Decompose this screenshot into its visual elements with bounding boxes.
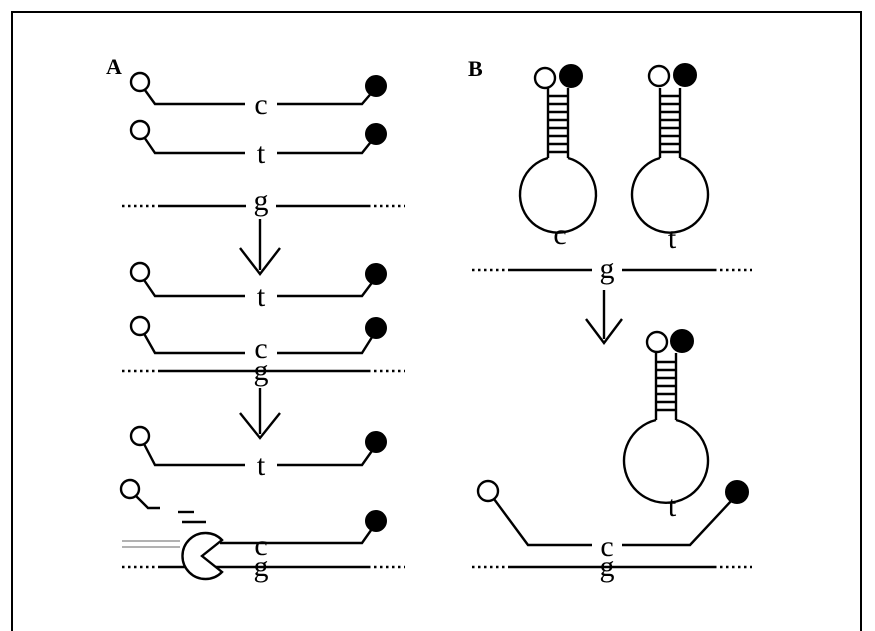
label-t: t [257,137,266,170]
probe-c-hybrid: c [129,315,387,365]
label-t: t [668,490,677,523]
fluorophore-open-circle [533,66,557,90]
probe-t: t [129,119,387,170]
fluorophore-open-circle [119,478,141,500]
label-c: c [553,218,566,251]
fluorophore-open-circle [129,71,151,93]
label-t: t [257,280,266,313]
label-c: c [600,530,613,563]
label-t: t [257,449,266,482]
fluorophore-open-circle [647,64,671,88]
quencher-solid-circle [365,510,387,532]
target-g-step3: g [122,550,405,583]
probe-t-step2: t [129,261,387,313]
fluorophore-open-circle [129,425,151,447]
panel-a-label: A [106,54,122,79]
label-g: g [600,550,615,583]
fluorophore-open-circle [476,479,500,503]
panel-b-label: B [468,56,483,81]
quencher-solid-circle [673,63,697,87]
label-g: g [254,354,269,387]
probe-c-cleaved: c [122,510,387,562]
quencher-solid-circle [365,123,387,145]
label-c: c [254,529,267,562]
target-g-b2: g [472,550,752,583]
quencher-solid-circle [725,480,749,504]
hairpin-probe-c: c [518,64,598,251]
hairpin-probe-t: t [630,63,710,255]
quencher-solid-circle [365,431,387,453]
quencher-solid-circle [365,317,387,339]
nuclease-icon [181,531,224,581]
label-c: c [254,88,267,121]
label-g: g [600,252,615,285]
quencher-solid-circle [365,75,387,97]
fluorophore-open-circle [129,261,151,283]
arrow-down-icon [585,290,623,345]
fluorophore-open-circle [645,330,669,354]
probe-c: c [129,71,387,121]
fluorophore-open-circle [129,119,151,141]
label-c: c [254,332,267,365]
quencher-solid-circle [670,329,694,353]
opened-probe-c: c [476,479,749,563]
label-t: t [668,222,677,255]
probe-t-step3: t [129,425,387,482]
quencher-solid-circle [365,263,387,285]
target-g-step2: g [122,354,405,387]
released-fragments [119,478,206,524]
target-g: g [122,184,405,217]
label-g: g [254,550,269,583]
arrow-down-icon [239,219,281,276]
arrow-down-icon [239,388,281,440]
quencher-solid-circle [559,64,583,88]
hairpin-probe-t-closed: t [622,329,710,523]
fluorophore-open-circle [129,315,151,337]
target-g-b: g [472,252,752,285]
figure-frame [11,11,862,631]
label-g: g [254,184,269,217]
